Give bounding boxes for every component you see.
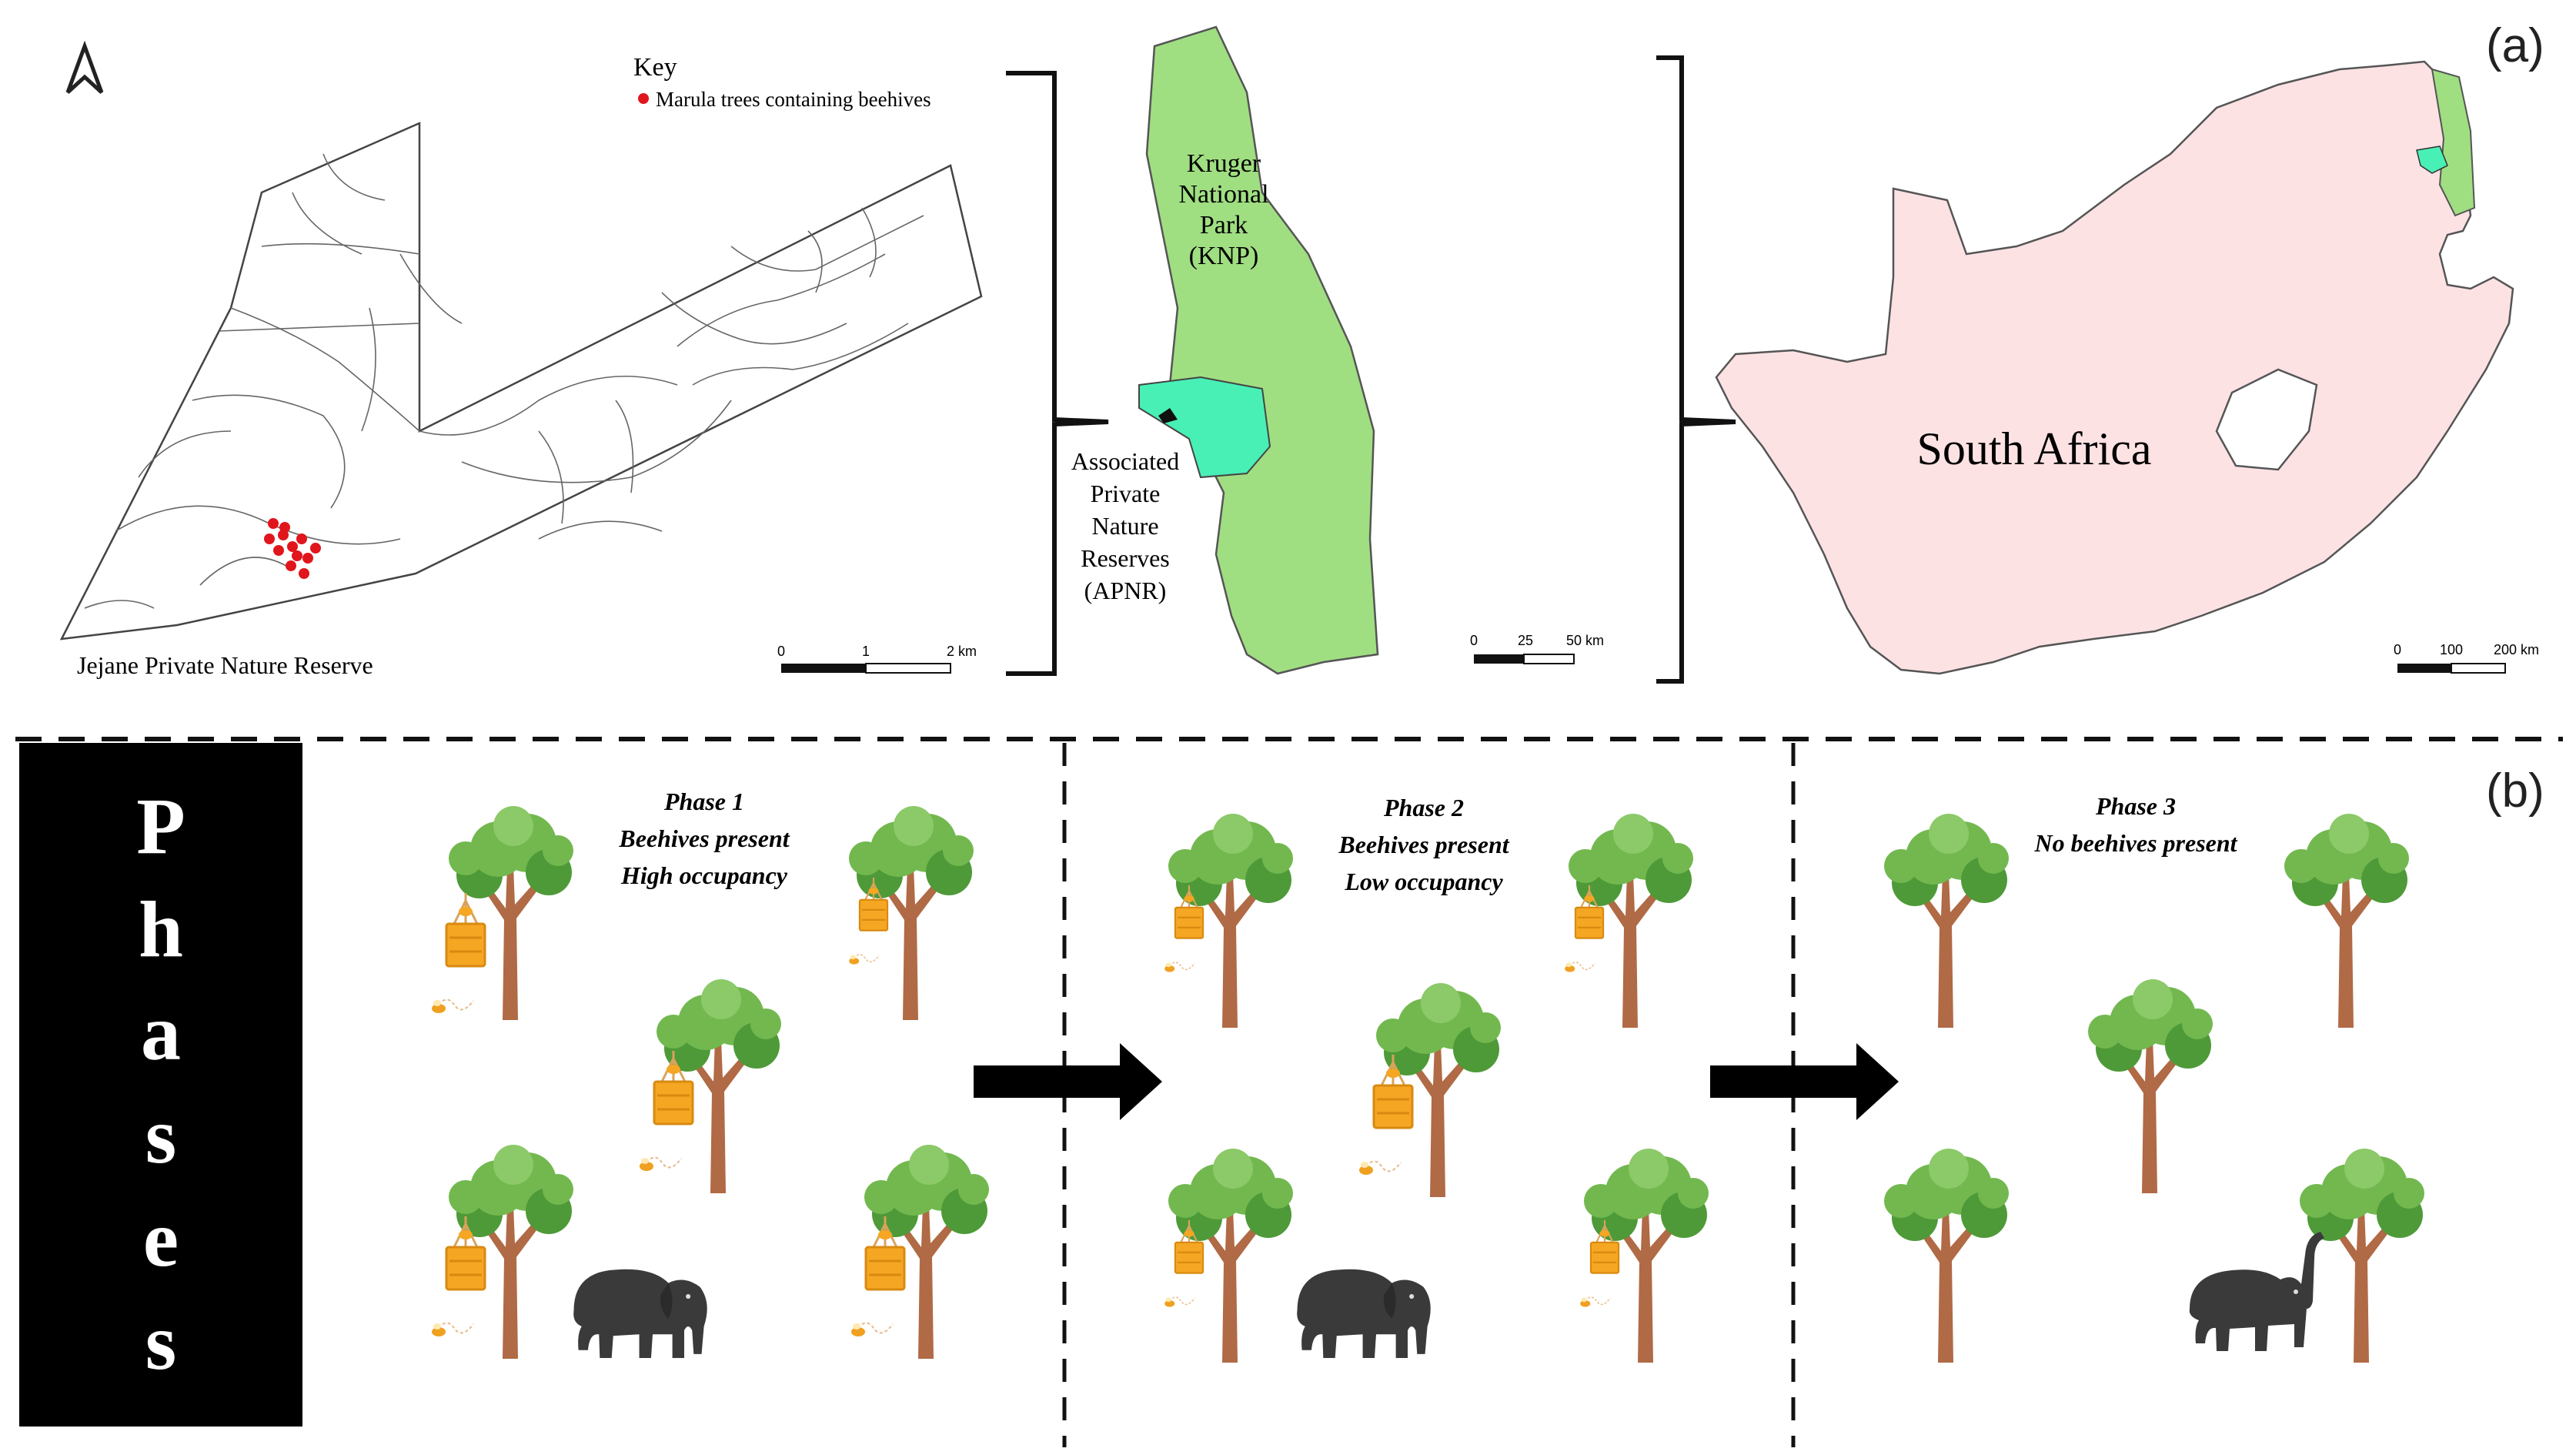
country-name: South Africa: [1917, 423, 2152, 474]
phase-1-line-1: High occupancy: [620, 861, 788, 889]
kruger-park-shape: [1145, 25, 1379, 675]
key-title: Key: [633, 53, 677, 82]
marula-tree-icon: [1884, 814, 2009, 1028]
reserve-scale-bar: 0 1 2 km: [777, 644, 977, 674]
key-item-label: Marula trees containing beehives: [656, 88, 931, 111]
reserve-scale-2: 2 km: [947, 644, 977, 659]
reserve-map: Key Marula trees containing beehives: [59, 40, 983, 679]
phase-1-line-0: Beehives present: [618, 824, 790, 852]
beehive-icon: [431, 893, 486, 1015]
apnr-label-line-0: Associated: [1071, 447, 1179, 475]
marula-tree-points: [264, 518, 321, 579]
right-arrow-icon: [974, 1043, 1162, 1120]
country-scale-1: 100: [2440, 642, 2463, 657]
key-marker: [638, 93, 649, 104]
banner-letter-4: e: [143, 1195, 179, 1283]
bracket-right: [1656, 55, 1736, 684]
knp-label-line-1: National: [1178, 180, 1268, 209]
right-arrow-icon: [1710, 1043, 1899, 1120]
phase-3-line-0: No beehives present: [2033, 829, 2237, 857]
country-scale-0: 0: [2394, 642, 2401, 657]
reserve-roads: [84, 153, 924, 609]
elephant-icon: [1297, 1269, 1431, 1358]
phase-2: Phase 2 Beehives present Low occupancy: [1163, 794, 1709, 1363]
banner-letter-0: P: [136, 782, 185, 871]
south-africa-shape: [1715, 60, 2514, 675]
reserve-scale-1: 1: [862, 644, 870, 659]
reserve-outline: [59, 122, 983, 641]
country-scale-2: 200 km: [2494, 642, 2539, 657]
phase-2-line-1: Low occupancy: [1344, 868, 1503, 895]
reserve-scale-0: 0: [777, 644, 785, 659]
marula-tree-icon: [2300, 1149, 2424, 1363]
kruger-scale-0: 0: [1470, 633, 1478, 648]
apnr-label-line-4: (APNR): [1084, 577, 1167, 604]
elephant-icon: [2189, 1232, 2324, 1351]
apnr-shape: [1138, 376, 1271, 479]
banner-letter-3: s: [145, 1092, 176, 1180]
phase-2-title: Phase 2: [1383, 794, 1464, 821]
phase-3-title: Phase 3: [2095, 792, 2176, 820]
kruger-scale-bar: 0 25 50 km: [1470, 633, 1604, 664]
knp-label-line-2: Park: [1200, 211, 1248, 239]
panel-label-b: (b): [2486, 764, 2544, 818]
apnr-label-line-3: Reserves: [1081, 544, 1170, 572]
elephant-icon: [573, 1269, 707, 1358]
apnr-label-line-2: Nature: [1091, 512, 1158, 540]
knp-label-line-0: Kruger: [1187, 149, 1261, 178]
knp-label-line-3: (KNP): [1189, 242, 1259, 270]
marula-tree-icon: [2284, 814, 2409, 1028]
banner-letter-5: s: [145, 1298, 176, 1386]
south-africa-apnr-inset: [2416, 146, 2448, 174]
south-africa-knp-inset: [2431, 68, 2476, 217]
apnr-label-line-1: Private: [1091, 480, 1161, 507]
banner-letter-1: h: [139, 885, 183, 974]
kruger-scale-2: 50 km: [1566, 633, 1604, 648]
panel-label-a: (a): [2486, 19, 2544, 72]
phases-banner: P h a s e s: [19, 743, 302, 1427]
phase-1-title: Phase 1: [663, 788, 744, 815]
phase-2-line-0: Beehives present: [1338, 831, 1509, 858]
banner-letter-2: a: [141, 988, 181, 1077]
reserve-name: Jejane Private Nature Reserve: [77, 651, 373, 679]
bracket-left: [1006, 71, 1109, 676]
marula-tree-icon: [2088, 979, 2213, 1193]
lesotho-shape: [2215, 368, 2318, 471]
country-scale-bar: 0 100 200 km: [2394, 642, 2539, 674]
kruger-scale-1: 25: [1518, 633, 1533, 648]
kruger-map: Kruger National Park (KNP) Associated Pr…: [1071, 25, 1604, 675]
phase-1: Phase 1 Beehives present High occupancy: [431, 788, 989, 1359]
phase-3: Phase 3 No beehives present: [1884, 792, 2424, 1363]
country-map: South Africa 0 100 200 km: [1715, 60, 2539, 675]
marula-tree-icon: [1884, 1149, 2009, 1363]
north-arrow-icon: [65, 40, 104, 94]
